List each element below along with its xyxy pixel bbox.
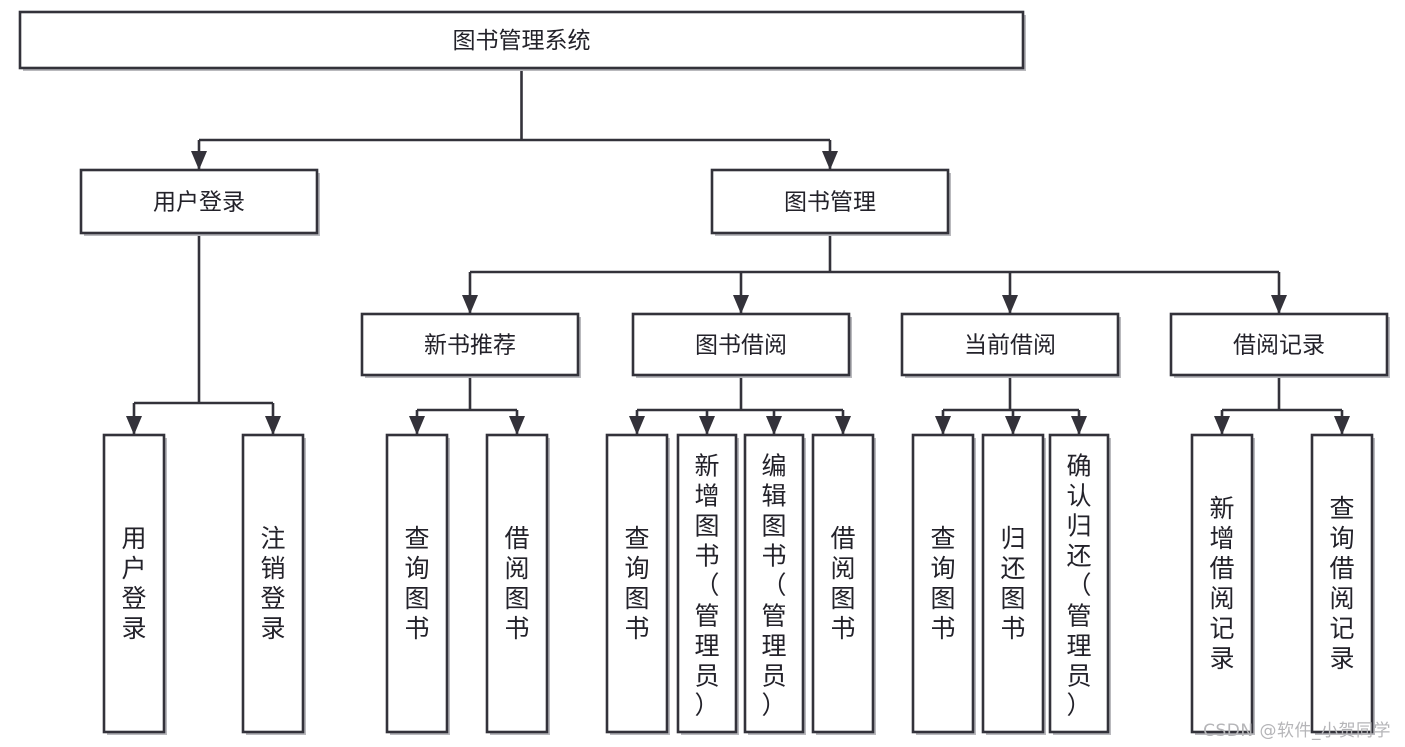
book-borrow-to-leaves-arrow-1	[699, 416, 715, 435]
node-leaf-query-book-2[interactable]: 查询图书	[605, 433, 670, 735]
book-borrow-to-leaves-arrow-3	[835, 416, 851, 435]
bookmanage-to-level3-arrow-1	[733, 295, 749, 314]
node-label: 注销登录	[260, 524, 285, 643]
book-borrow-to-leaves-arrow-0	[629, 416, 645, 435]
box-outline	[79, 168, 319, 235]
box-outline	[18, 10, 1025, 70]
new-book-recommend-to-leaves-arrow-1	[509, 416, 525, 435]
node-label: 查询图书	[930, 524, 955, 643]
current-borrow-to-leaves-arrow-0	[935, 416, 951, 435]
box-outline	[1048, 433, 1110, 734]
node-label: 新增借阅记录	[1209, 494, 1234, 673]
node-new-book-recommend[interactable]: 新书推荐	[360, 312, 581, 378]
node-current-borrow[interactable]: 当前借阅	[900, 312, 1121, 378]
box-outline	[676, 433, 738, 734]
root-to-level2-arrow-1	[822, 151, 838, 170]
node-label: 图书借阅	[695, 333, 787, 359]
book-borrow-to-leaves-arrow-2	[766, 416, 782, 435]
node-label: 图书管理	[784, 190, 876, 216]
bookmanage-to-level3-arrow-3	[1271, 295, 1287, 314]
node-leaf-borrow-book-1[interactable]: 借阅图书	[485, 433, 550, 735]
connector-layer	[126, 68, 1350, 435]
node-label: 查询借阅记录	[1329, 494, 1354, 673]
box-outline	[241, 433, 305, 734]
node-label: 用户登录	[153, 190, 245, 216]
box-outline	[102, 433, 166, 734]
node-label: 借阅图书	[504, 524, 529, 643]
node-leaf-add-book[interactable]: 新增图书（管理员）	[676, 433, 739, 735]
box-outline	[605, 433, 669, 734]
node-leaf-user-login[interactable]: 用户登录	[102, 433, 167, 735]
node-label: 查询图书	[624, 524, 649, 643]
node-leaf-query-book-1[interactable]: 查询图书	[385, 433, 450, 735]
node-label: 当前借阅	[964, 333, 1056, 359]
node-leaf-borrow-book-2[interactable]: 借阅图书	[811, 433, 876, 735]
box-outline	[485, 433, 549, 734]
box-outline	[1310, 433, 1374, 734]
box-outline	[900, 312, 1120, 377]
node-label: 用户登录	[121, 524, 146, 643]
node-label: 借阅图书	[830, 524, 855, 643]
bookmanage-to-level3-arrow-0	[462, 295, 478, 314]
new-book-recommend-to-leaves-arrow-0	[409, 416, 425, 435]
node-label: 新书推荐	[424, 333, 516, 359]
box-outline	[1169, 312, 1389, 377]
user-login-to-leaves-arrow-0	[126, 416, 142, 435]
node-label: 确认归还（管理员）	[1066, 451, 1091, 719]
current-borrow-to-leaves-arrow-2	[1071, 416, 1087, 435]
node-layer: 图书管理系统用户登录图书管理新书推荐图书借阅当前借阅借阅记录用户登录注销登录查询…	[18, 10, 1390, 735]
node-book-borrow[interactable]: 图书借阅	[631, 312, 852, 378]
borrow-record-to-leaves-arrow-1	[1334, 416, 1350, 435]
node-user-login[interactable]: 用户登录	[79, 168, 320, 236]
node-book-manage[interactable]: 图书管理	[710, 168, 951, 236]
root-to-level2-arrow-0	[191, 151, 207, 170]
node-label: 编辑图书（管理员）	[761, 451, 786, 719]
node-leaf-return-book[interactable]: 归还图书	[981, 433, 1046, 735]
node-leaf-add-record[interactable]: 新增借阅记录	[1190, 433, 1255, 735]
node-leaf-query-book-3[interactable]: 查询图书	[911, 433, 976, 735]
node-label: 新增图书（管理员）	[694, 451, 719, 719]
node-leaf-confirm-return[interactable]: 确认归还（管理员）	[1048, 433, 1111, 735]
current-borrow-to-leaves-arrow-1	[1005, 416, 1021, 435]
bookmanage-to-level3-arrow-2	[1002, 295, 1018, 314]
node-label: 归还图书	[1000, 524, 1025, 643]
borrow-record-to-leaves-arrow-0	[1214, 416, 1230, 435]
node-borrow-record[interactable]: 借阅记录	[1169, 312, 1390, 378]
user-login-to-leaves-arrow-1	[265, 416, 281, 435]
box-outline	[360, 312, 580, 377]
node-leaf-edit-book[interactable]: 编辑图书（管理员）	[743, 433, 806, 735]
node-label: 借阅记录	[1233, 333, 1325, 359]
node-label: 查询图书	[404, 524, 429, 643]
node-label: 图书管理系统	[453, 28, 591, 54]
node-root[interactable]: 图书管理系统	[18, 10, 1026, 71]
box-outline	[385, 433, 449, 734]
box-outline	[911, 433, 975, 734]
box-outline	[631, 312, 851, 377]
node-leaf-query-record[interactable]: 查询借阅记录	[1310, 433, 1375, 735]
box-outline	[811, 433, 875, 734]
box-outline	[981, 433, 1045, 734]
box-outline	[743, 433, 805, 734]
node-leaf-logout[interactable]: 注销登录	[241, 433, 306, 735]
box-outline	[710, 168, 950, 235]
box-outline	[1190, 433, 1254, 734]
